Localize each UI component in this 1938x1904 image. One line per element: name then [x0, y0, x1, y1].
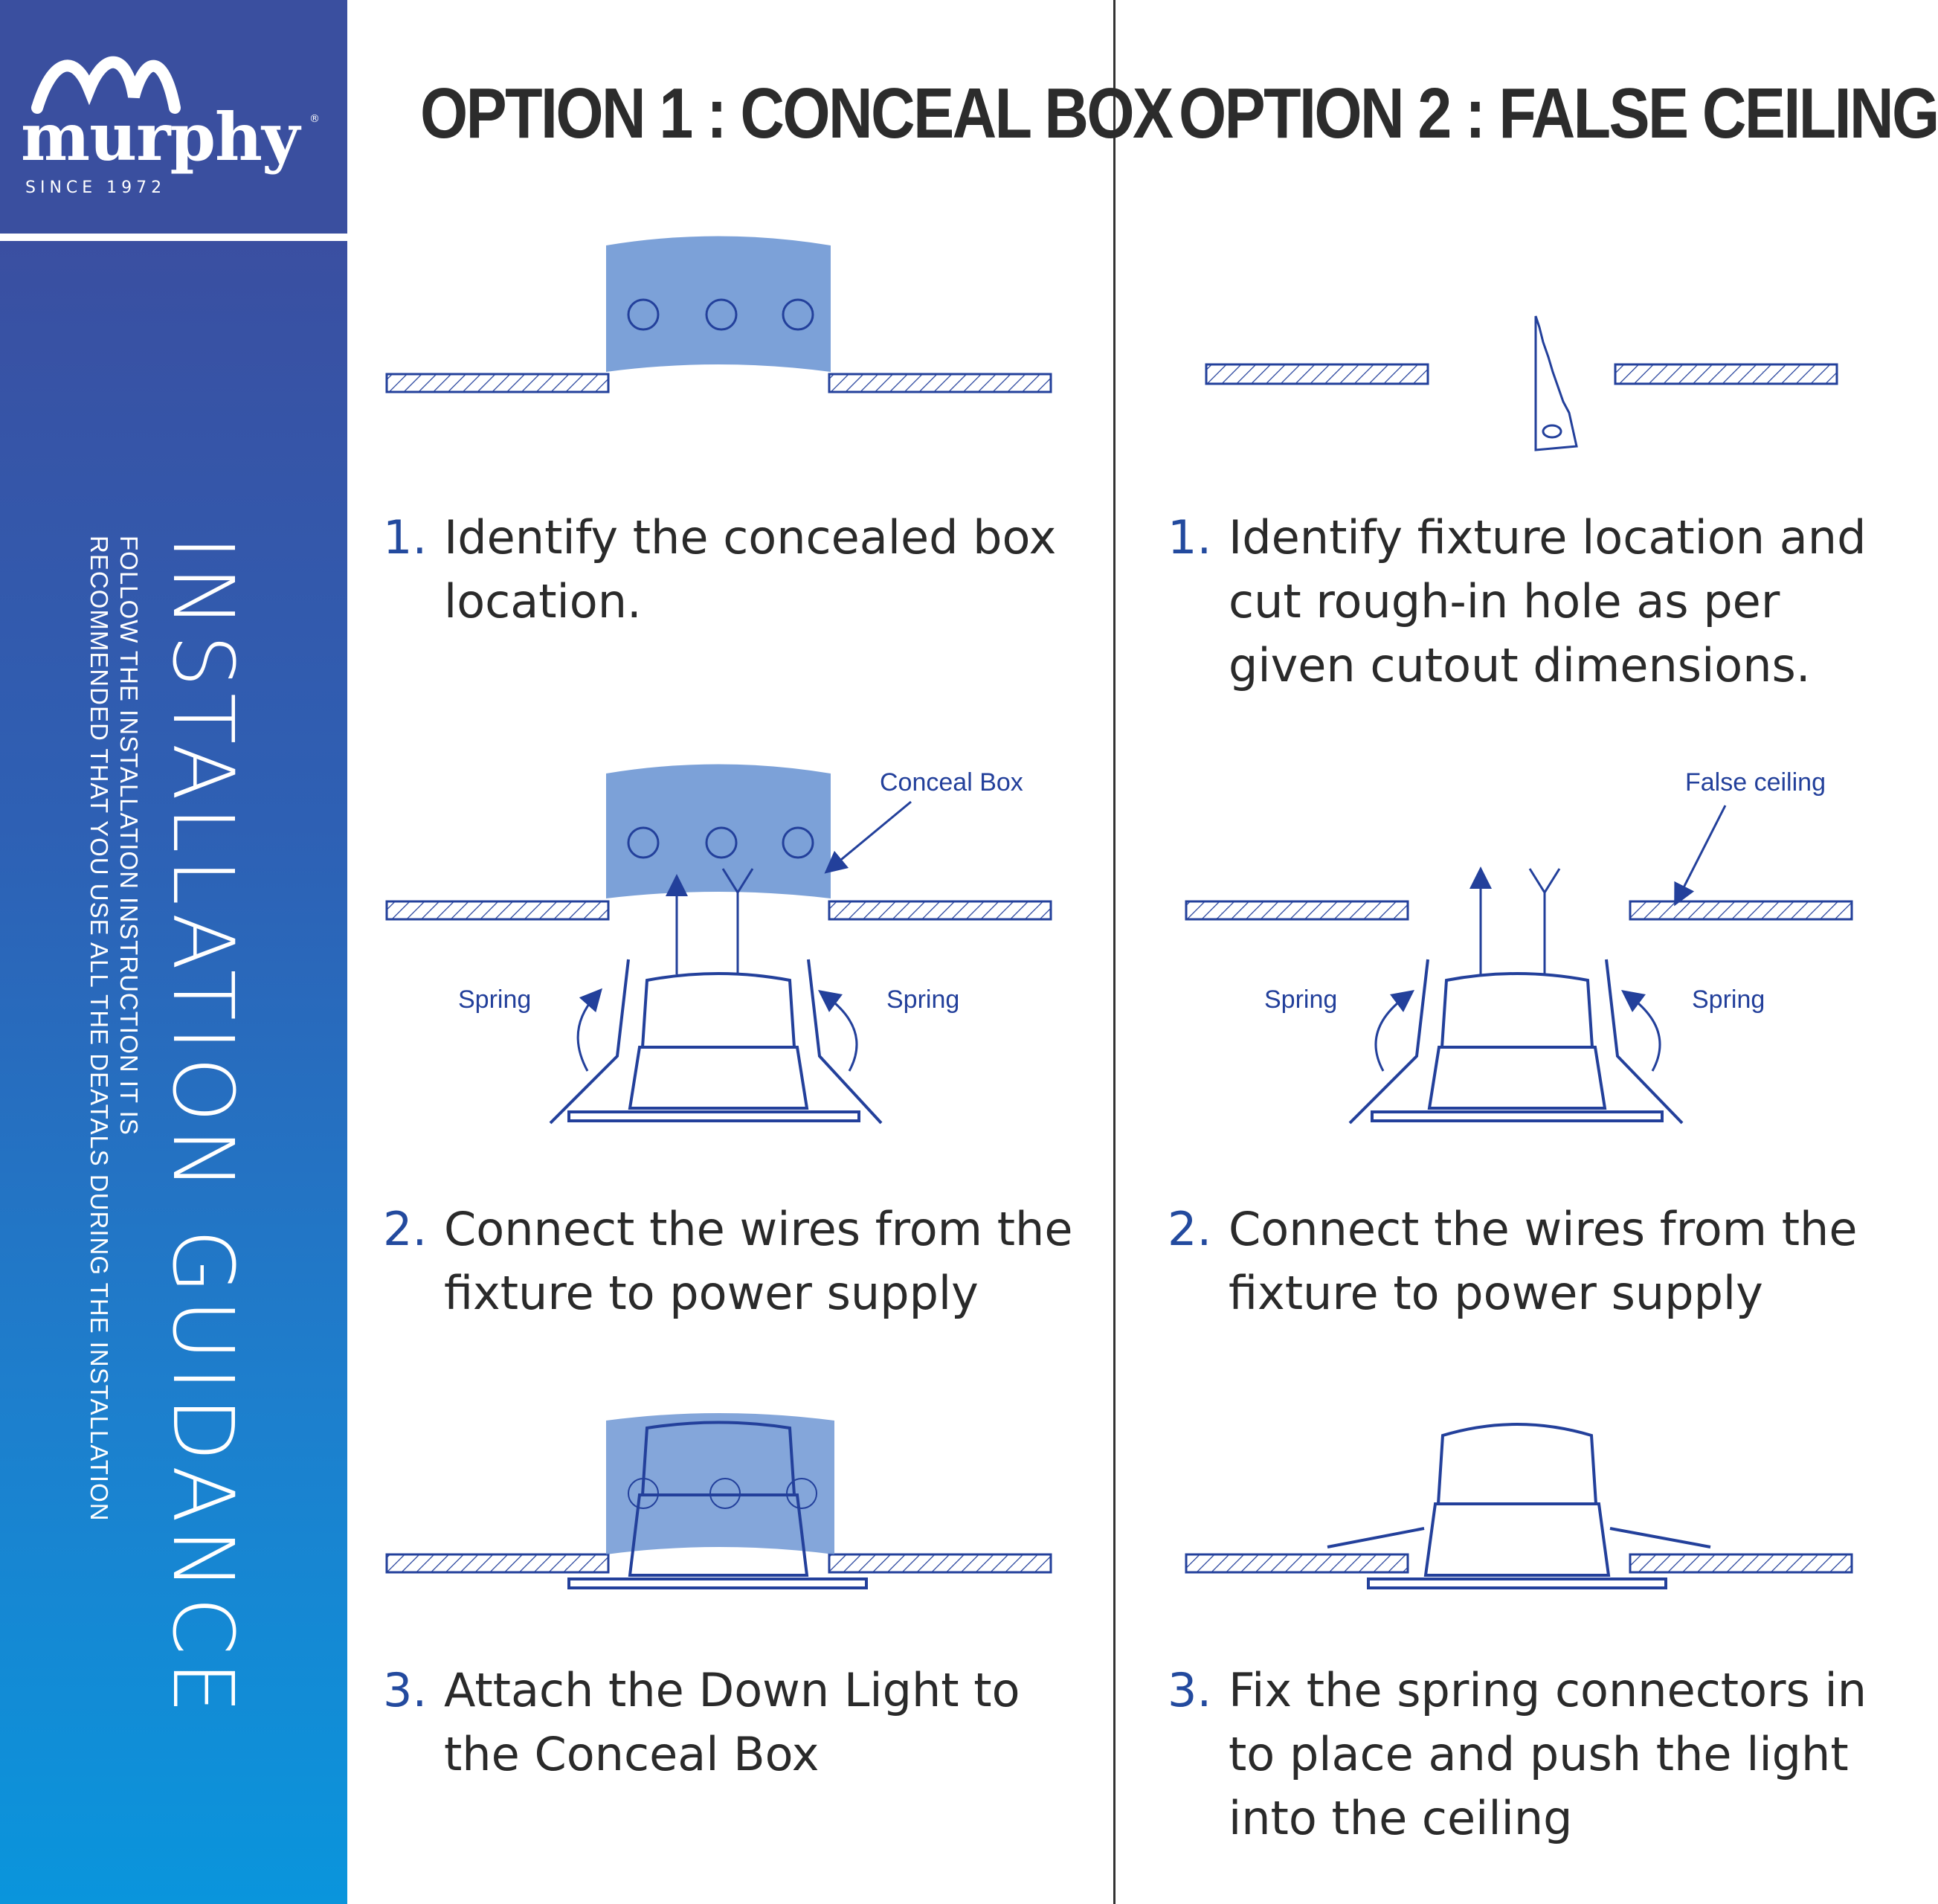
brand-since: SINCE 1972 — [25, 178, 167, 197]
falseceiling-figure-3 — [1185, 1423, 1853, 1589]
conceal-box-label: Conceal Box — [880, 768, 1023, 797]
step-number: 3. — [1168, 1663, 1212, 1717]
option1-heading: OPTION 1 : CONCEAL BOX — [420, 74, 1174, 153]
false-ceiling-label: False ceiling — [1685, 768, 1826, 797]
step-text: Fix the spring connectors in to place an… — [1229, 1663, 1867, 1845]
step-text: Identify the concealed box location. — [444, 510, 1057, 628]
option2-step-1: 1. Identify fixture location and cut rou… — [1168, 506, 1866, 698]
murphy-m-logo-icon — [31, 56, 181, 114]
option2-step-2: 2. Connect the wires from the fixture to… — [1168, 1197, 1857, 1325]
brand-wordmark: murphy — [21, 98, 300, 176]
step-text: Connect the wires from the fixture to po… — [444, 1202, 1073, 1320]
column-divider — [1113, 0, 1116, 1904]
spring-label-left-1: Spring — [458, 985, 531, 1014]
option1-step-1: 1. Identify the concealed box location. — [383, 506, 1056, 634]
spring-label-right-1: Spring — [886, 985, 959, 1014]
logo-panel: murphy ® SINCE 1972 — [0, 0, 347, 234]
option2-step-3: 3. Fix the spring connectors in to place… — [1168, 1659, 1867, 1850]
option1-step-3: 3. Attach the Down Light to the Conceal … — [383, 1659, 1020, 1786]
step-number: 3. — [383, 1663, 428, 1717]
step-number: 1. — [1168, 510, 1212, 565]
option2-heading: OPTION 2 : FALSE CEILING — [1179, 74, 1938, 153]
step-number: 1. — [383, 510, 428, 565]
falseceiling-figure-2: False ceiling Spring Spring — [1185, 768, 1853, 1125]
spring-label-right-2: Spring — [1692, 985, 1765, 1014]
concealbox-figure-3 — [385, 1413, 1052, 1589]
falseceiling-figure-1 — [1205, 315, 1838, 451]
step-text: Attach the Down Light to the Conceal Box — [444, 1663, 1020, 1781]
sidebar-band — [0, 241, 347, 1904]
step-text: Identify fixture location and cut rough-… — [1229, 510, 1867, 692]
option1-step-2: 2. Connect the wires from the fixture to… — [383, 1197, 1072, 1325]
step-text: Connect the wires from the fixture to po… — [1229, 1202, 1858, 1320]
step-number: 2. — [383, 1202, 428, 1256]
concealbox-figure-2: Conceal Box Spring Spring — [385, 764, 1052, 1125]
step-number: 2. — [1168, 1202, 1212, 1256]
spring-label-left-2: Spring — [1264, 985, 1337, 1014]
concealbox-figure-1 — [385, 236, 1052, 393]
installation-diagrams: Conceal Box Spring Spring False ceiling … — [385, 236, 1853, 1589]
registered-mark: ® — [309, 113, 320, 125]
